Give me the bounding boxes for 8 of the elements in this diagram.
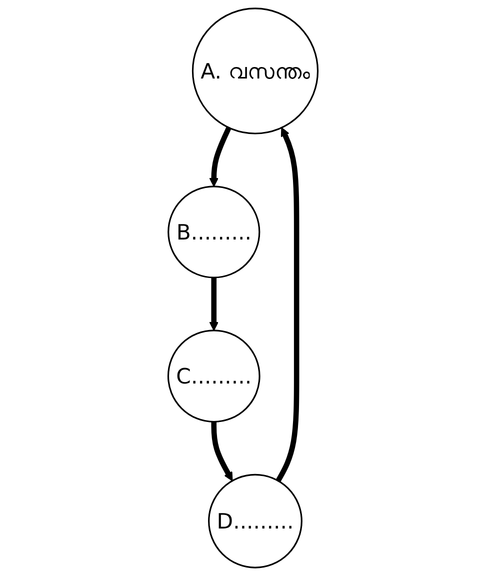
arrow: [211, 422, 233, 482]
arrow: [209, 278, 219, 331]
arrow: [209, 126, 232, 187]
node-circle: C.........: [167, 330, 260, 423]
node-circle: A. വസന്തം: [192, 8, 319, 134]
node-circle: D.........: [208, 474, 302, 568]
node-circle: B.........: [168, 186, 260, 278]
arrow: [276, 127, 300, 482]
